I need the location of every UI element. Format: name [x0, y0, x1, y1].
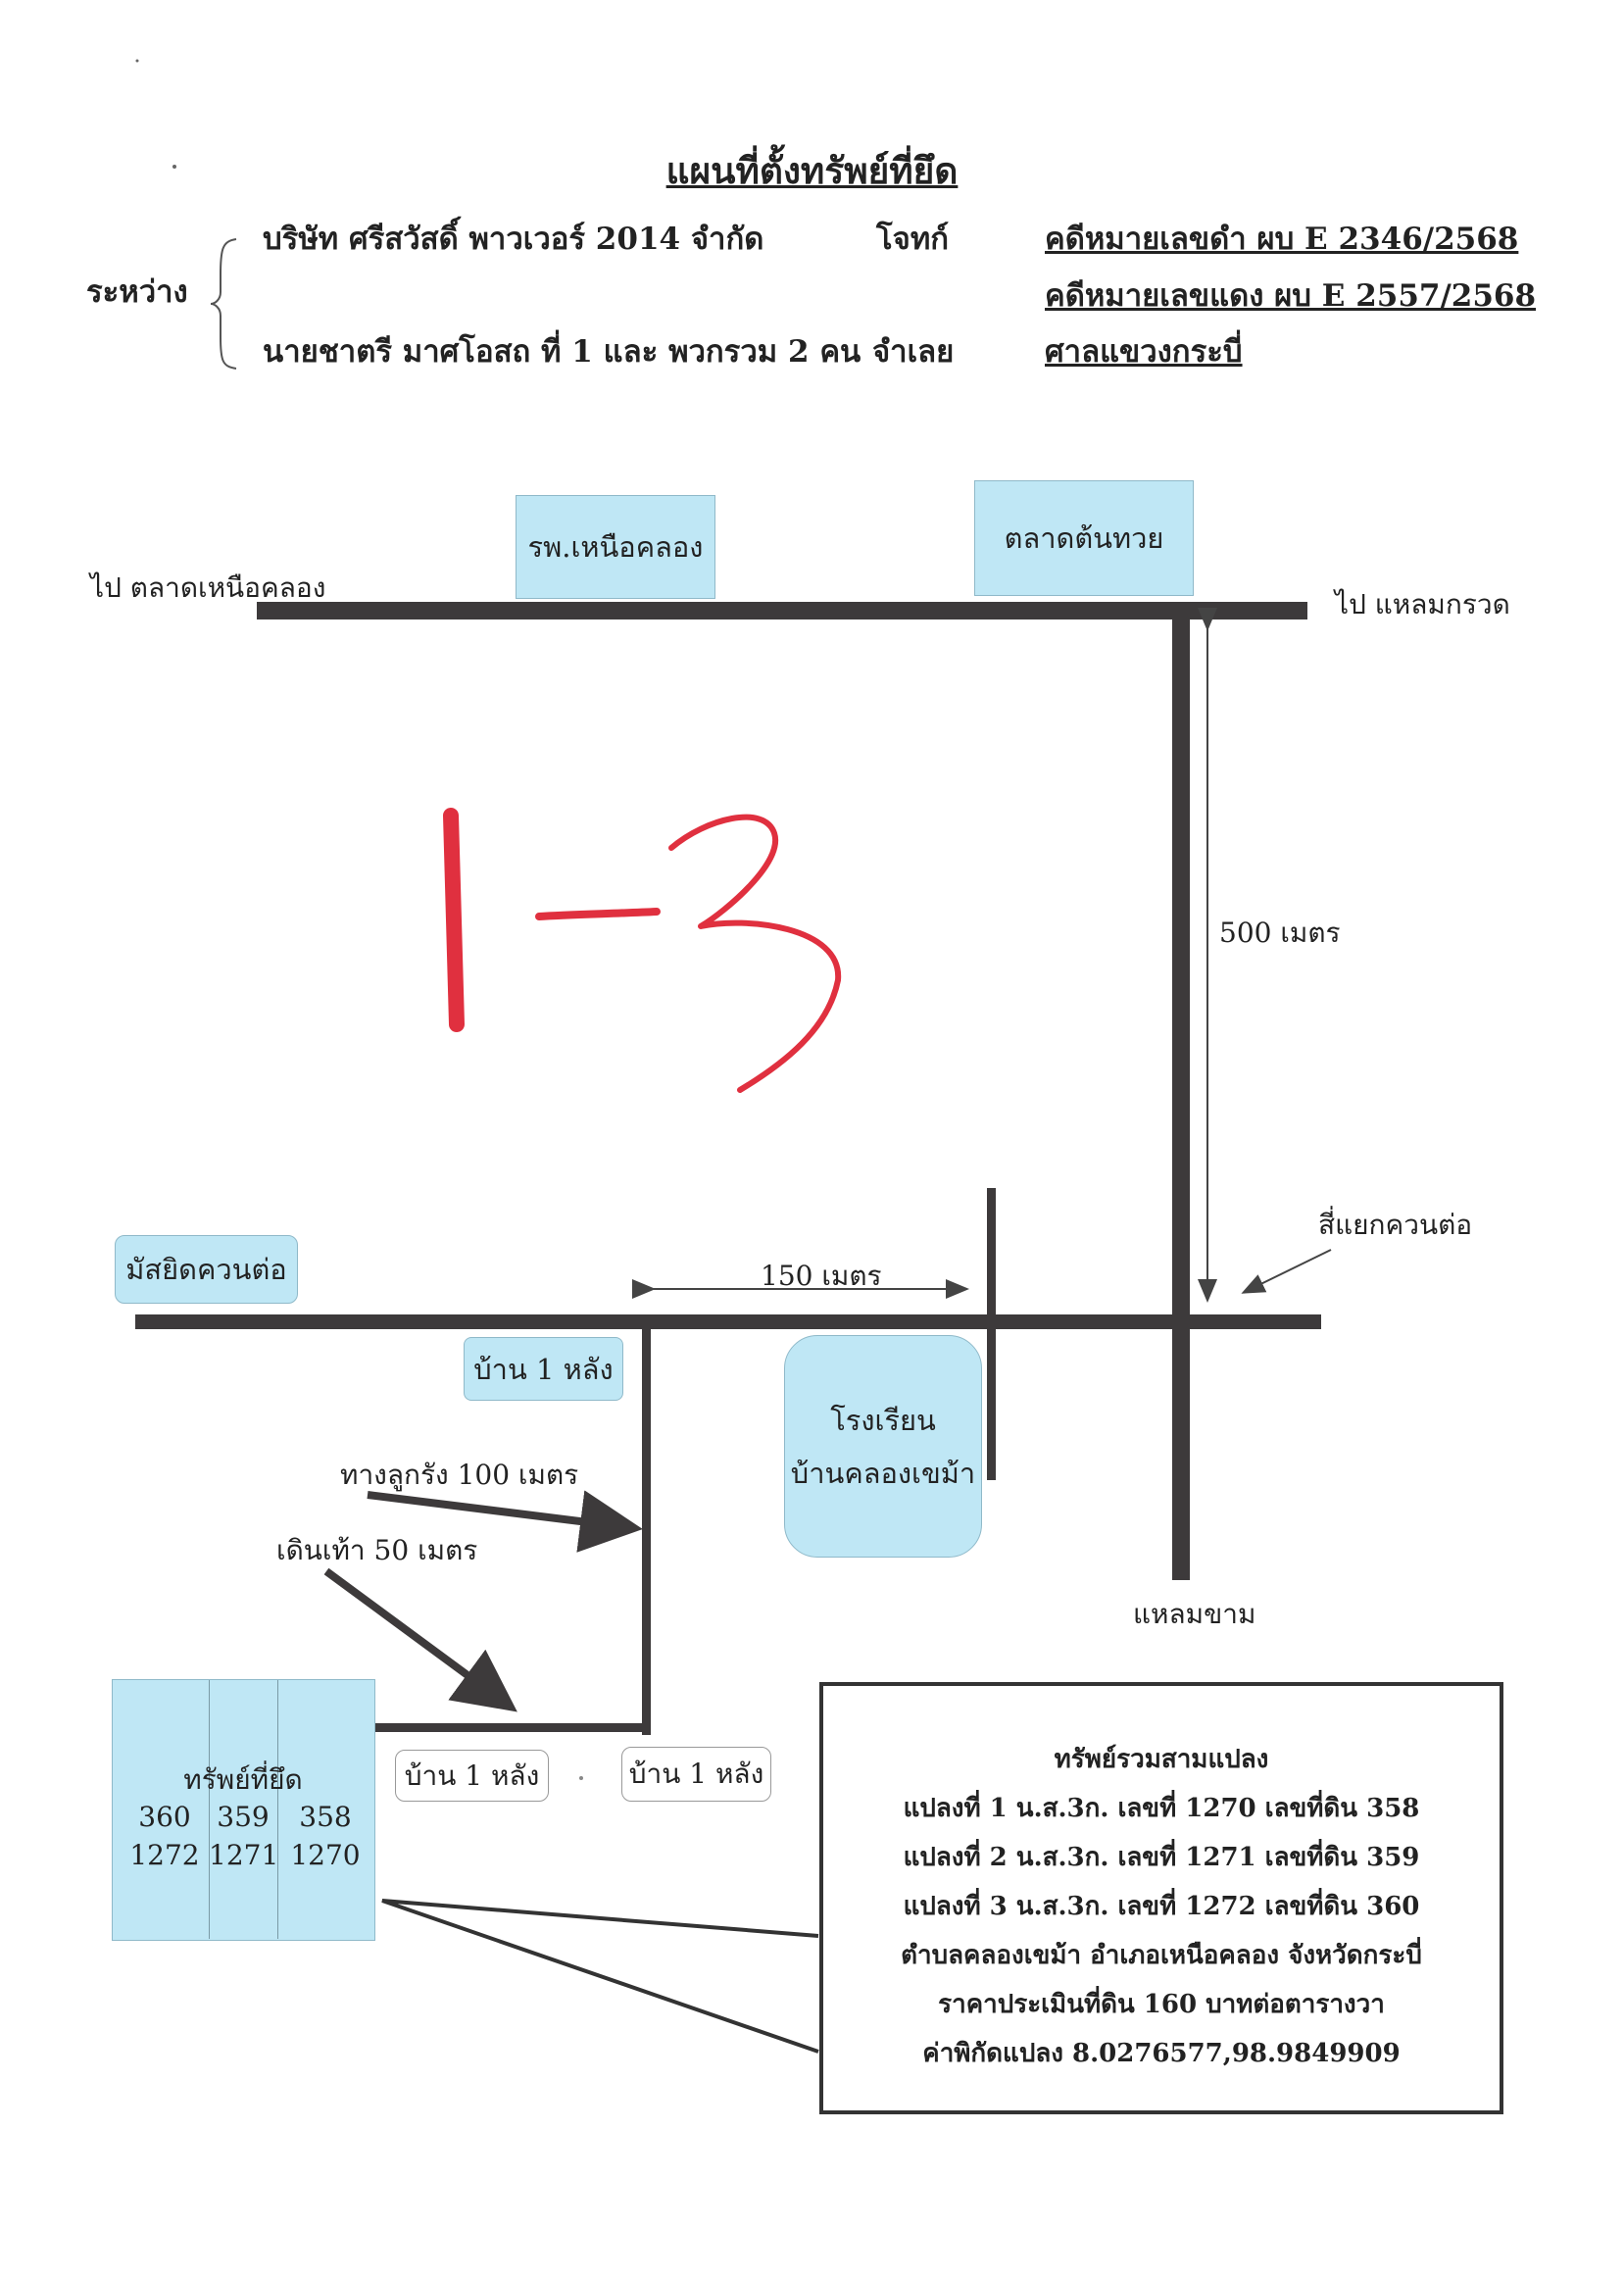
- parcel-divider: [277, 1680, 278, 1939]
- road-school-side: [987, 1188, 996, 1480]
- house-box-3: บ้าน 1 หลัง: [621, 1747, 771, 1802]
- road-lower: [135, 1314, 1321, 1329]
- distance-horizontal-label: 150 เมตร: [761, 1260, 882, 1292]
- land-number: 358: [299, 1801, 352, 1833]
- walk-label: เดินเท้า 50 เมตร: [276, 1534, 478, 1566]
- info-parcel-3: แปลงที่ 3 น.ส.3ก. เลขที่ 1272 เลขที่ดิน …: [903, 1892, 1420, 1921]
- direction-right-label: ไป แหลมกรวด: [1335, 588, 1510, 620]
- info-coordinates: ค่าพิกัดแปลง 8.0276577,98.9849909: [922, 2039, 1401, 2068]
- property-info-box: ทรัพย์รวมสามแปลง แปลงที่ 1 น.ส.3ก. เลขที…: [819, 1682, 1503, 2114]
- info-appraisal: ราคาประเมินที่ดิน 160 บาทต่อตารางวา: [938, 1990, 1385, 2019]
- info-location: ตำบลคลองเขม้า อำเภอเหนือคลอง จังหวัดกระบ…: [901, 1941, 1422, 1970]
- laterite-road-label: ทางลูกรัง 100 เมตร: [340, 1459, 579, 1491]
- document-number: 1271: [209, 1839, 279, 1871]
- parcel-360: 360 1272: [121, 1798, 209, 1874]
- road-vertical-main: [1172, 610, 1190, 1580]
- land-number: 359: [217, 1801, 270, 1833]
- seized-parcels-block: ทรัพย์ที่ยึด 360 1272 359 1271 358 1270: [112, 1679, 375, 1941]
- speck: [172, 165, 176, 169]
- distance-vertical-label: 500 เมตร: [1219, 917, 1341, 949]
- school-name-line2: บ้านคลองเขม้า: [790, 1456, 976, 1490]
- parcel-359: 359 1271: [209, 1798, 279, 1874]
- page-title: แผนที่ตั้งทรัพย์ที่ยึด: [665, 149, 959, 192]
- school-box: โรงเรียน บ้านคลองเขม้า: [784, 1335, 982, 1558]
- intersection-label: สี่แยกควนต่อ: [1318, 1209, 1473, 1241]
- house-box-2: บ้าน 1 หลัง: [395, 1750, 549, 1802]
- between-label: ระหว่าง: [86, 274, 188, 310]
- handwritten-mark: [443, 808, 842, 1093]
- arrow-laterite-road: [367, 1490, 643, 1553]
- intersection-pointer: [1241, 1249, 1332, 1294]
- document-number: 1270: [290, 1839, 361, 1871]
- school-name-line1: โรงเรียน: [830, 1403, 936, 1437]
- land-number: 360: [138, 1801, 191, 1833]
- info-title: ทรัพย์รวมสามแปลง: [1054, 1745, 1269, 1774]
- black-case-number: คดีหมายเลขดำ ผบ E 2346/2568: [1045, 222, 1519, 257]
- south-direction-label: แหลมขาม: [1133, 1598, 1256, 1630]
- hospital-box: รพ.เหนือคลอง: [516, 495, 715, 599]
- brace-icon: [210, 238, 237, 370]
- arrow-walk: [323, 1567, 517, 1712]
- speck: [579, 1776, 583, 1780]
- plaintiff-name: บริษัท ศรีสวัสดิ์ พาวเวอร์ 2014 จำกัด: [263, 222, 764, 257]
- mosque-box: มัสยิดควนต่อ: [115, 1235, 298, 1304]
- document-number: 1272: [129, 1839, 200, 1871]
- info-parcel-2: แปลงที่ 2 น.ส.3ก. เลขที่ 1271 เลขที่ดิน …: [903, 1843, 1420, 1872]
- plaintiff-role: โจทก์: [876, 222, 950, 257]
- road-top: [257, 602, 1307, 619]
- footpath: [372, 1723, 651, 1732]
- defendant-role: จำเลย: [872, 334, 955, 370]
- parcels-title: ทรัพย์ที่ยึด: [183, 1763, 303, 1796]
- court-name: ศาลแขวงกระบี่: [1045, 334, 1243, 370]
- house-box-1: บ้าน 1 หลัง: [464, 1337, 623, 1401]
- callout-lines: [381, 1899, 819, 2054]
- parcel-divider: [209, 1680, 210, 1939]
- direction-left-label: ไป ตลาดเหนือคลอง: [90, 571, 326, 604]
- info-parcel-1: แปลงที่ 1 น.ส.3ก. เลขที่ 1270 เลขที่ดิน …: [903, 1794, 1420, 1823]
- laterite-road: [642, 1323, 651, 1735]
- speck: [135, 59, 139, 63]
- red-case-number: คดีหมายเลขแดง ผบ E 2557/2568: [1045, 278, 1537, 314]
- market-box: ตลาดต้นทวย: [974, 480, 1194, 596]
- parcel-358: 358 1270: [281, 1798, 369, 1874]
- defendant-name: นายชาตรี มาศโอสถ ที่ 1 และ พวกรวม 2 คน: [263, 334, 861, 370]
